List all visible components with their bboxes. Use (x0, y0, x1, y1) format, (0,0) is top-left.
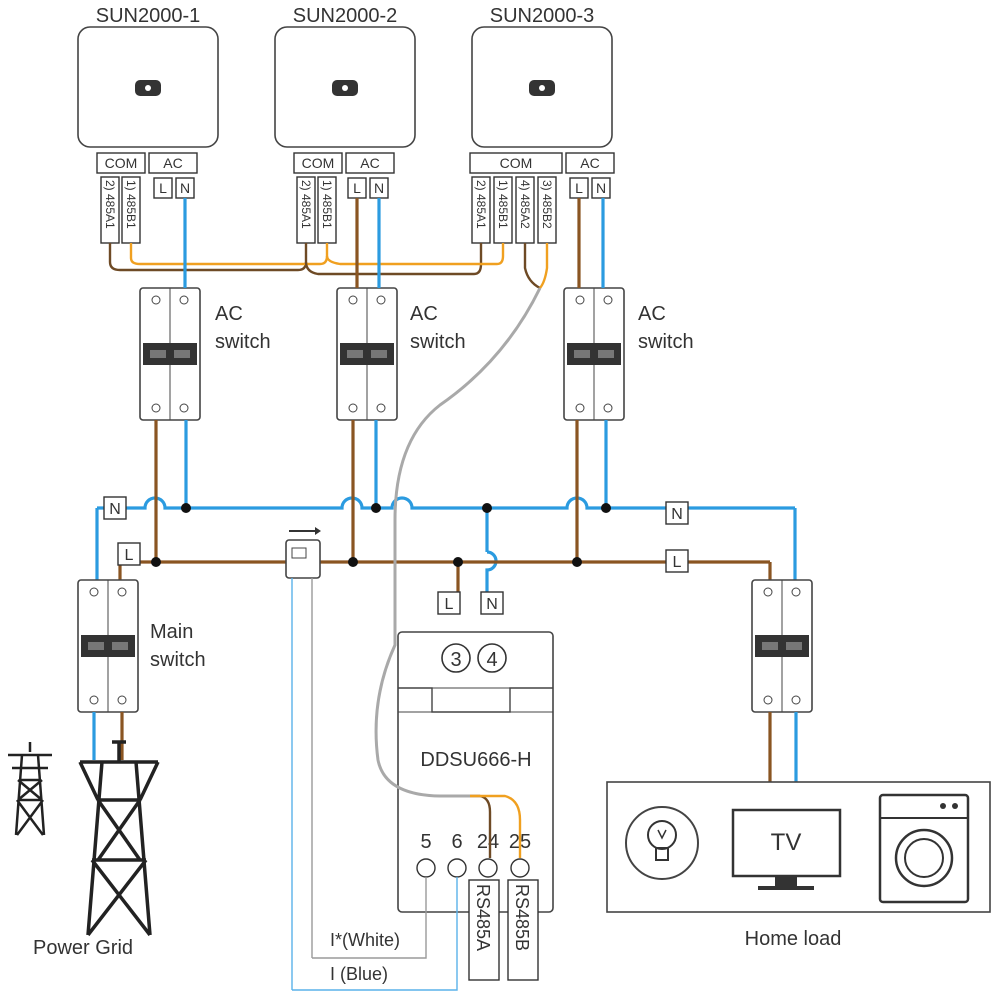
ac-switch-2-label-line2: switch (410, 331, 466, 353)
ac-switch-3-label-line2: switch (638, 331, 694, 353)
inverter-2-ac-label: AC (360, 155, 379, 171)
meter-model: DDSU666-H (420, 749, 531, 771)
main-switch: Main switch (77, 579, 206, 760)
small-pylon-icon (8, 742, 52, 836)
inverter-1-com-label: COM (105, 155, 138, 171)
meter-terminal-5-label: 5 (420, 831, 431, 853)
ct-clamp (285, 527, 321, 990)
inverter-3-com-label: COM (500, 155, 533, 171)
meter-label-l: L (445, 596, 454, 613)
inverter-1-pin-n: N (180, 180, 190, 196)
meter-terminal-6-label: 6 (451, 831, 462, 853)
ac-switch-3-label-line1: AC (638, 303, 666, 325)
inverter-2-pin-485a1: 2) 485A1 (299, 180, 313, 229)
light-bulb-icon (625, 806, 699, 880)
inverter-1-name: SUN2000-1 (96, 5, 201, 27)
home-load: TV Home load (606, 781, 991, 950)
inverter-3: SUN2000-3 (471, 5, 613, 148)
main-switch-label-line1: Main (150, 621, 193, 643)
inverter-1-ac-label: AC (163, 155, 182, 171)
meter-terminal-24-label: 24 (477, 831, 499, 853)
inverter-2-pin-l: L (353, 180, 361, 196)
rs485-cable-to-meter (374, 287, 542, 798)
inverter-3-pin-485a2: 4) 485A2 (518, 180, 532, 229)
meter-label-n: N (486, 596, 498, 613)
tv-icon: TV (731, 808, 842, 890)
inverter-1-pin-l: L (159, 180, 167, 196)
large-pylon-icon (78, 740, 160, 937)
inverter-3-pin-l: L (575, 180, 583, 196)
bus-label-n-left: N (109, 501, 121, 518)
ct-blue-label: I (Blue) (330, 964, 388, 984)
home-load-label: Home load (745, 928, 842, 950)
inverter-3-pin-n: N (596, 180, 606, 196)
inverter-ac-wires (183, 198, 605, 288)
ac-switch-2-label-line1: AC (410, 303, 438, 325)
ac-switch-3: AC switch (563, 287, 694, 421)
inverter-2-com-label: COM (302, 155, 335, 171)
meter-terminal-3: 3 (450, 649, 461, 671)
ct-white-label: I*(White) (330, 930, 400, 950)
inverter-2-name: SUN2000-2 (293, 5, 398, 27)
ac-switch-1-label-line1: AC (215, 303, 243, 325)
meter-rs485b-label: RS485B (512, 884, 532, 951)
rs485-chain-wires (108, 243, 549, 290)
bus-label-l-right: L (673, 554, 682, 571)
ct-white-lead (312, 877, 427, 959)
inverter-1: SUN2000-1 (77, 5, 219, 148)
load-switch (751, 579, 813, 782)
ct-blue-lead (292, 877, 458, 991)
ac-switch-1-label-line2: switch (215, 331, 271, 353)
power-grid: Power Grid (8, 740, 160, 959)
ac-switch-2: AC switch (336, 287, 466, 421)
meter-terminal-4: 4 (486, 649, 497, 671)
tv-label: TV (771, 829, 802, 856)
inverter-3-pin-485b2: 3) 485B2 (540, 180, 554, 229)
inverter-3-pin-485b1: 1) 485B1 (496, 180, 510, 229)
bus-label-l-left: L (125, 547, 134, 564)
meter-rs485a-label: RS485A (473, 884, 493, 951)
inverter-2-pin-485b1: 1) 485B1 (320, 180, 334, 229)
junction-dots (151, 503, 611, 567)
inverter-2: SUN2000-2 (274, 5, 416, 148)
washing-machine-icon (878, 793, 970, 904)
meter-ddsu666-h: L N 3 4 DDSU666-H 5 6 24 25 RS485A RS485… (397, 591, 554, 981)
main-switch-label-line2: switch (150, 649, 206, 671)
power-grid-label: Power Grid (33, 937, 133, 959)
ac-switch-1: AC switch (139, 287, 271, 421)
switch-output-wires (154, 420, 608, 562)
inverter-1-pin-485b1: 1) 485B1 (124, 180, 138, 229)
inverter-3-name: SUN2000-3 (490, 5, 595, 27)
bus-label-n-right: N (671, 506, 683, 523)
inverter-3-ac-label: AC (580, 155, 599, 171)
inverter-3-pin-485a1: 2) 485A1 (474, 180, 488, 229)
ct-arrow-icon (289, 530, 315, 532)
inverter-1-pin-485a1: 2) 485A1 (103, 180, 117, 229)
inverter-2-pin-n: N (374, 180, 384, 196)
neutral-bus (95, 496, 797, 598)
